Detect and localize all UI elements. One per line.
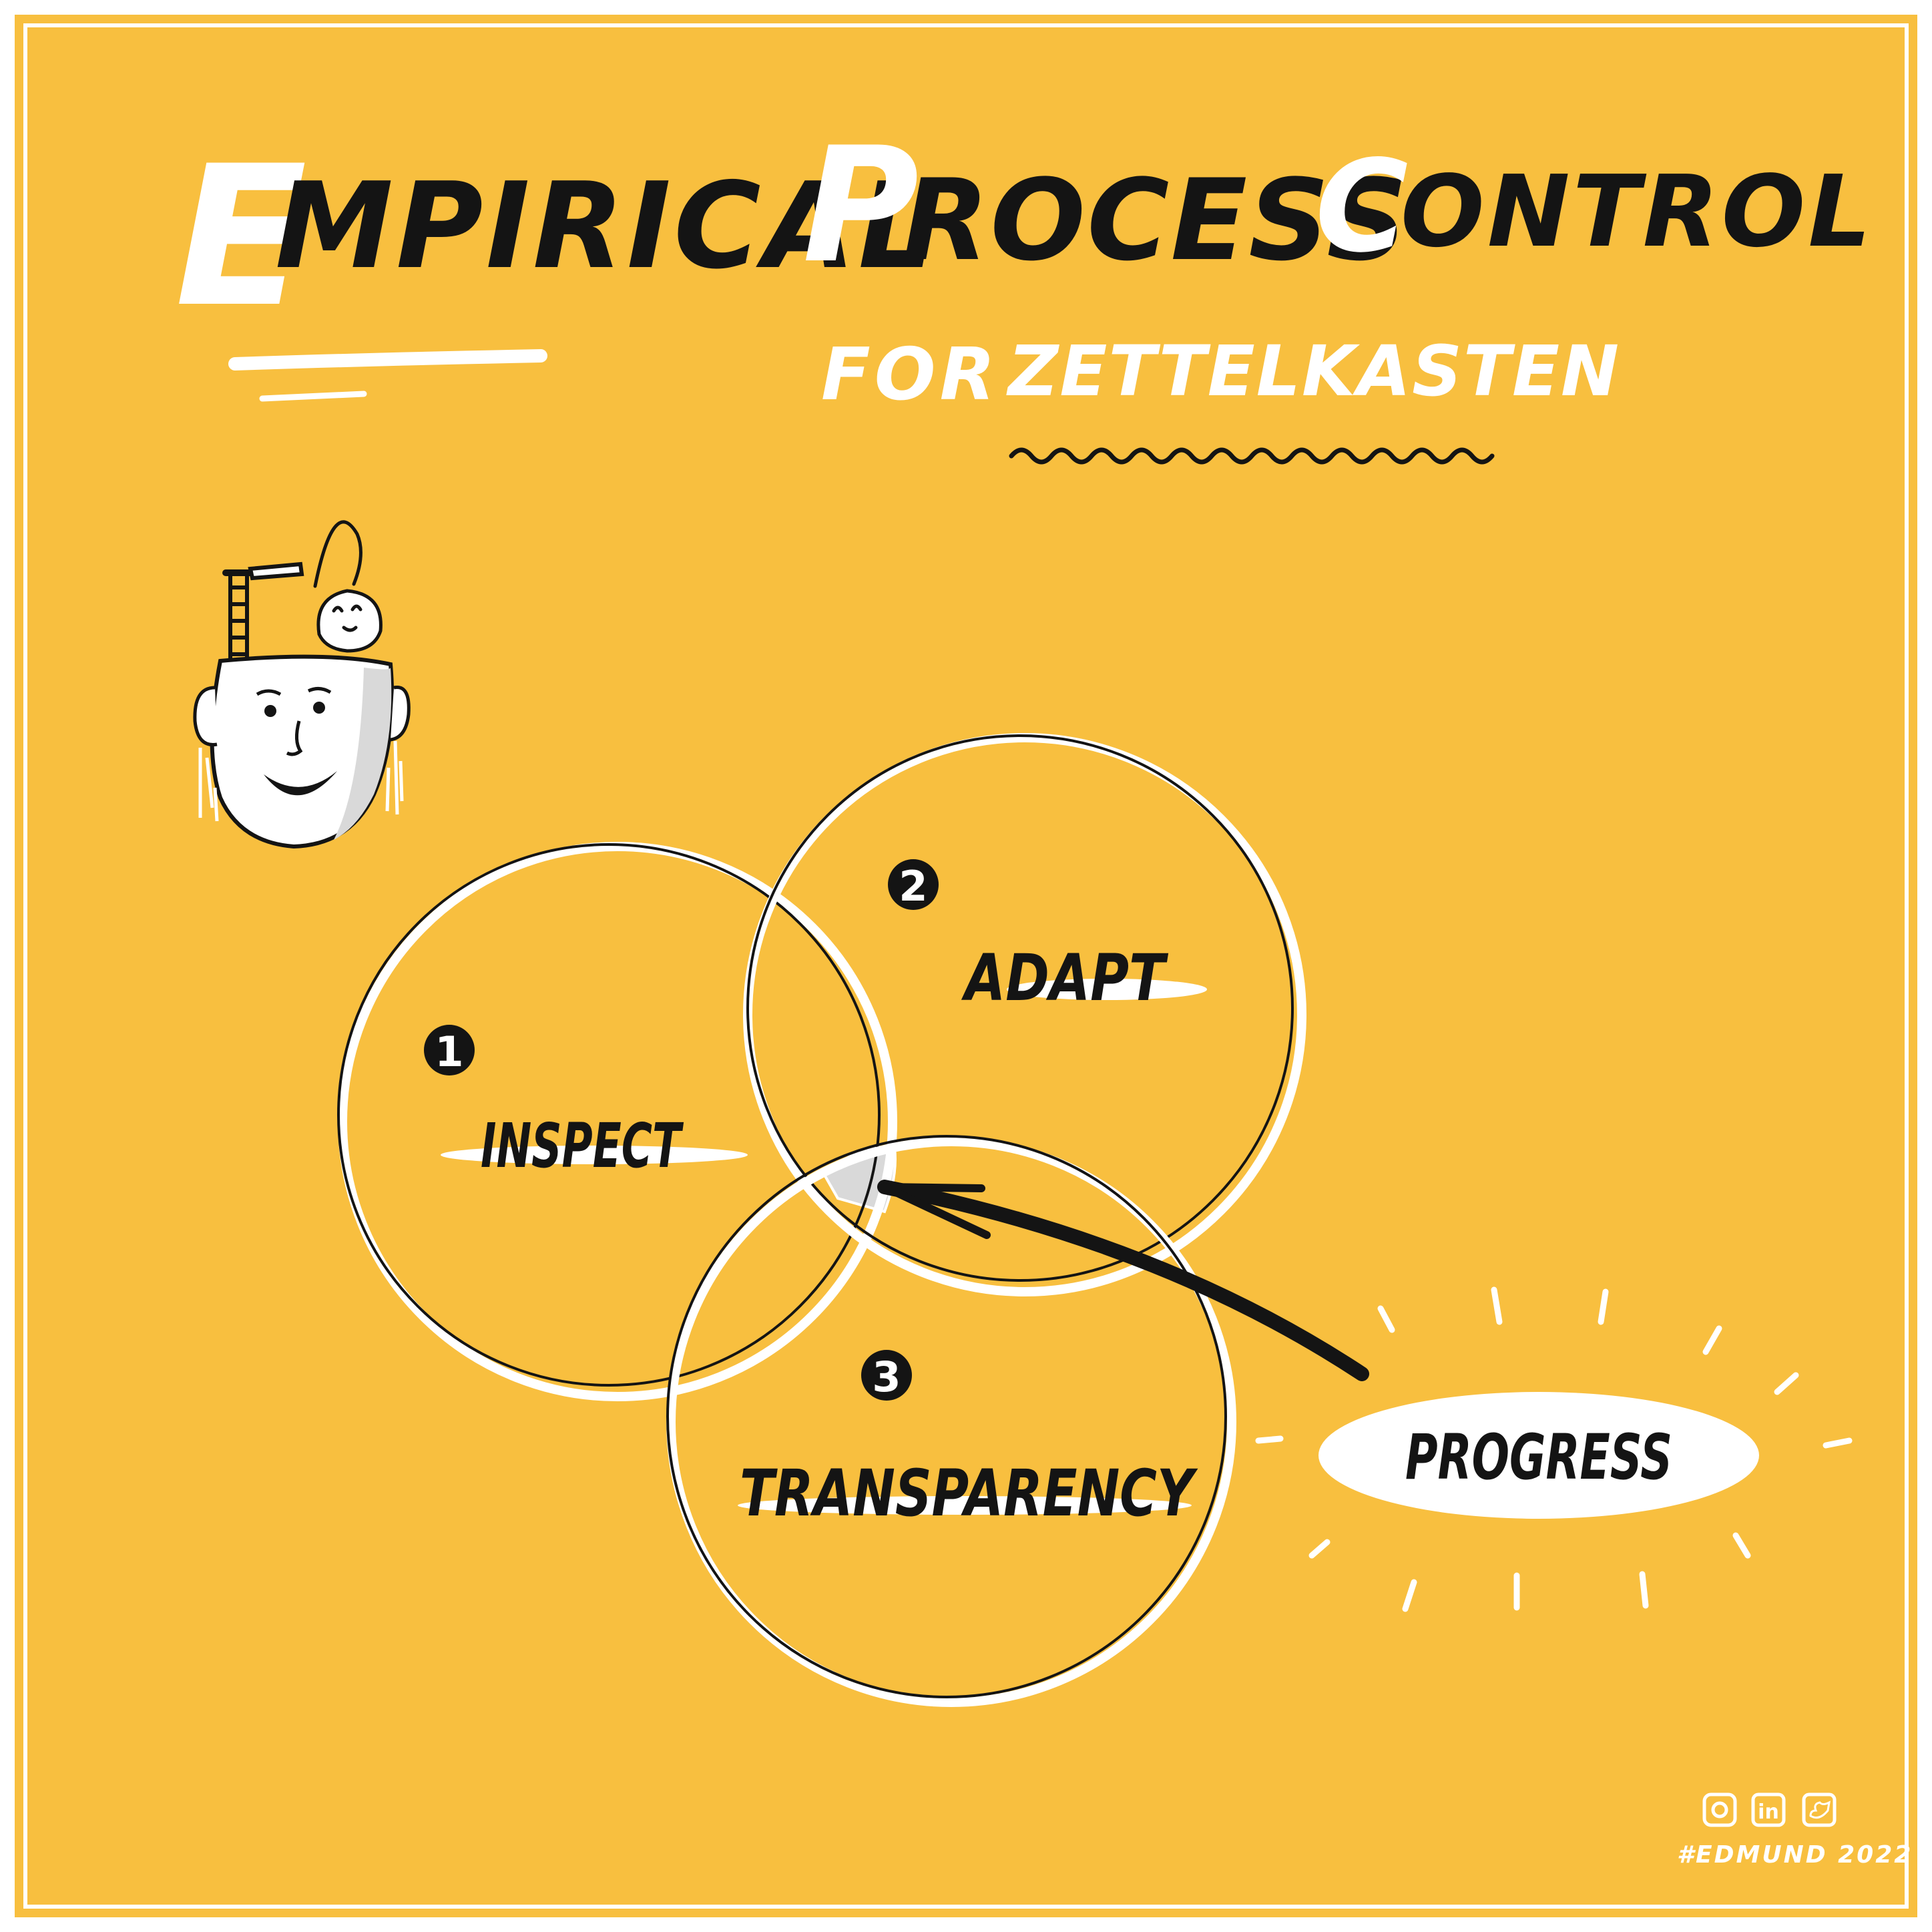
transparency-highlight [738, 1496, 1192, 1515]
instagram-icon[interactable] [1702, 1792, 1737, 1827]
title-word-process-rest: ROCESS [903, 155, 1409, 286]
title-word-control-rest: ONTROL [1401, 154, 1874, 269]
inspect-label: INSPECT [481, 1110, 684, 1182]
signature: #EDMUND 2022 [1677, 1841, 1913, 1869]
linkedin-glyph: in [1758, 1800, 1779, 1824]
subtitle-zettelkasten: ZETTELKASTEN [1006, 330, 1620, 412]
right-ear [390, 686, 411, 742]
social-icons: in [1702, 1792, 1837, 1827]
title-letter-p: P [802, 113, 919, 298]
transparency-label: TRANSPARENCY [740, 1456, 1198, 1531]
nose [286, 720, 303, 756]
tiny-figure [316, 589, 383, 653]
title: E MPIRICAL P ROCESS C ONTROL [175, 113, 1874, 402]
adapt-highlight [1007, 979, 1207, 1000]
title-letter-e: E [175, 125, 307, 350]
left-eyebrow [256, 689, 282, 696]
title-underline-short [259, 391, 367, 402]
inner-frame [23, 23, 1909, 1909]
head-shading [334, 668, 392, 840]
venn-diagram: 1 2 3 INSPECT ADAPT TRANSPARENCY [337, 733, 1306, 1707]
adapt-label: ADAPT [961, 941, 1168, 1015]
circle-transparency [666, 1135, 1236, 1707]
ladder-icon [222, 520, 363, 670]
title-letter-c: C [1315, 133, 1408, 280]
badge-1: 1 [424, 1025, 475, 1076]
background-panel [15, 15, 1917, 1917]
title-word-empirical-rest: MPIRICAL [275, 157, 937, 295]
subtitle-wavy-underline [1009, 447, 1495, 465]
progress-arrow [877, 1180, 1369, 1381]
progress-burst [1255, 1286, 1853, 1612]
subtitle: FOR ZETTELKASTEN [821, 330, 1620, 465]
inspect-highlight [441, 1146, 748, 1164]
badge-2: 2 [888, 859, 939, 911]
title-underline-long [228, 349, 547, 371]
head-character-illustration [193, 520, 411, 849]
badge-1-number: 1 [435, 1027, 463, 1076]
hair-right [385, 740, 404, 815]
left-ear [193, 686, 218, 747]
badge-3-number: 3 [872, 1353, 901, 1401]
right-eye [313, 702, 325, 714]
badge-3: 3 [861, 1350, 912, 1401]
linkedin-icon[interactable]: in [1751, 1792, 1786, 1827]
twitter-icon[interactable] [1802, 1792, 1837, 1827]
left-eye [264, 705, 276, 717]
circle-adapt [743, 733, 1306, 1296]
progress-label: PROGRESS [1405, 1421, 1672, 1494]
smile [264, 771, 337, 796]
circle-inspect [337, 842, 897, 1401]
right-eyebrow [307, 687, 332, 694]
subtitle-for: FOR [821, 333, 999, 417]
progress-bubble [1318, 1392, 1759, 1519]
hair-left [198, 748, 219, 822]
badge-2-number: 2 [899, 862, 927, 911]
